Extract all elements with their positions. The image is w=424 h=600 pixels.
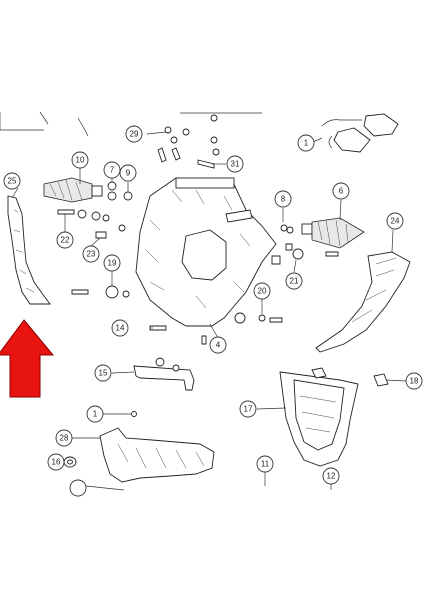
- callout-12: 12: [322, 467, 340, 485]
- svg-text:15: 15: [99, 369, 108, 378]
- callout-28: 29: [125, 125, 143, 143]
- leader-22: [90, 237, 101, 247]
- svg-text:11: 11: [261, 460, 270, 469]
- frame-edge-top-left-tick: [39, 111, 49, 125]
- callout-14: 15: [94, 364, 112, 382]
- part-6-turn-signal-right: [280, 217, 365, 249]
- callout-1-bottom: [69, 479, 87, 497]
- svg-text:23: 23: [87, 250, 96, 259]
- part-16-headlight-lens: [279, 371, 359, 467]
- part-31-indicator-pair: [321, 113, 399, 153]
- part-4-headlight-bracket: [135, 177, 277, 327]
- callout-19: 20: [253, 282, 271, 300]
- svg-text:20: 20: [258, 287, 267, 296]
- part-14-bracket: [133, 357, 195, 391]
- part-15-grommet: [63, 456, 77, 468]
- svg-text:1: 1: [304, 139, 309, 148]
- svg-text:6: 6: [339, 187, 344, 196]
- callout-1: 1: [86, 405, 104, 423]
- callout-9: 9: [119, 164, 137, 182]
- svg-text:18: 18: [410, 377, 419, 386]
- leader-16: [256, 407, 287, 410]
- svg-text:22: 22: [61, 236, 70, 245]
- part-23-side-fairing: [315, 251, 411, 353]
- callout-17: 18: [405, 372, 423, 390]
- part-24-side-rail: [7, 195, 51, 305]
- svg-text:10: 10: [76, 156, 85, 165]
- svg-text:8: 8: [281, 195, 286, 204]
- callout-16: 17: [239, 400, 257, 418]
- leader-20: [293, 259, 297, 273]
- callout-7: 7: [103, 161, 121, 179]
- part-18-bushing: [105, 285, 119, 299]
- svg-text:9: 9: [126, 169, 131, 178]
- svg-text:24: 24: [391, 217, 400, 226]
- svg-text:29: 29: [130, 130, 139, 139]
- leader-6: [339, 199, 342, 221]
- svg-text:17: 17: [244, 405, 253, 414]
- callout-24: 25: [3, 172, 21, 190]
- callout-4: 4: [209, 336, 227, 354]
- callout-21: 22: [56, 231, 74, 249]
- svg-text:31: 31: [231, 160, 240, 169]
- leader-4: [209, 323, 219, 339]
- callout-2: 23: [82, 245, 100, 263]
- part-25-lower-bracket: [99, 427, 215, 483]
- svg-text:1: 1: [93, 410, 98, 419]
- leader-17: [385, 379, 407, 382]
- part-1-screw: [131, 411, 137, 417]
- frame-edge-top-left: [0, 112, 44, 131]
- leader-28: [146, 131, 167, 135]
- callout-25: 28: [55, 429, 73, 447]
- callout-6: 6: [332, 182, 350, 200]
- callout-31: 1: [297, 134, 315, 152]
- callout-10: 10: [71, 151, 89, 169]
- callout-29: 31: [226, 155, 244, 173]
- red-up-arrow: [0, 319, 55, 398]
- svg-text:28: 28: [60, 434, 69, 443]
- part-10-turn-signal-left: [43, 177, 103, 203]
- wire-top-left: [77, 117, 89, 137]
- part-17-clip: [311, 367, 389, 387]
- svg-text:25: 25: [8, 177, 17, 186]
- svg-text:19: 19: [108, 259, 117, 268]
- hardware-cluster-right: [234, 243, 339, 324]
- callout-23: 24: [386, 212, 404, 230]
- callout-18: 19: [103, 254, 121, 272]
- hardware-cluster-top: [157, 114, 220, 169]
- leader-24: [11, 187, 19, 199]
- svg-text:14: 14: [116, 324, 125, 333]
- leader-14: [111, 371, 135, 374]
- svg-text:12: 12: [327, 472, 336, 481]
- svg-text:7: 7: [110, 166, 115, 175]
- svg-text:21: 21: [290, 277, 299, 286]
- leader-31: [312, 137, 323, 143]
- callout-11: 11: [256, 455, 274, 473]
- callout-13: 14: [111, 319, 129, 337]
- svg-text:4: 4: [216, 341, 221, 350]
- leader-1-bottom: [85, 485, 125, 491]
- leader-23: [391, 229, 394, 253]
- callout-20: 21: [285, 272, 303, 290]
- callout-8: 8: [274, 190, 292, 208]
- callout-15: 16: [47, 453, 65, 471]
- svg-text:16: 16: [52, 458, 61, 467]
